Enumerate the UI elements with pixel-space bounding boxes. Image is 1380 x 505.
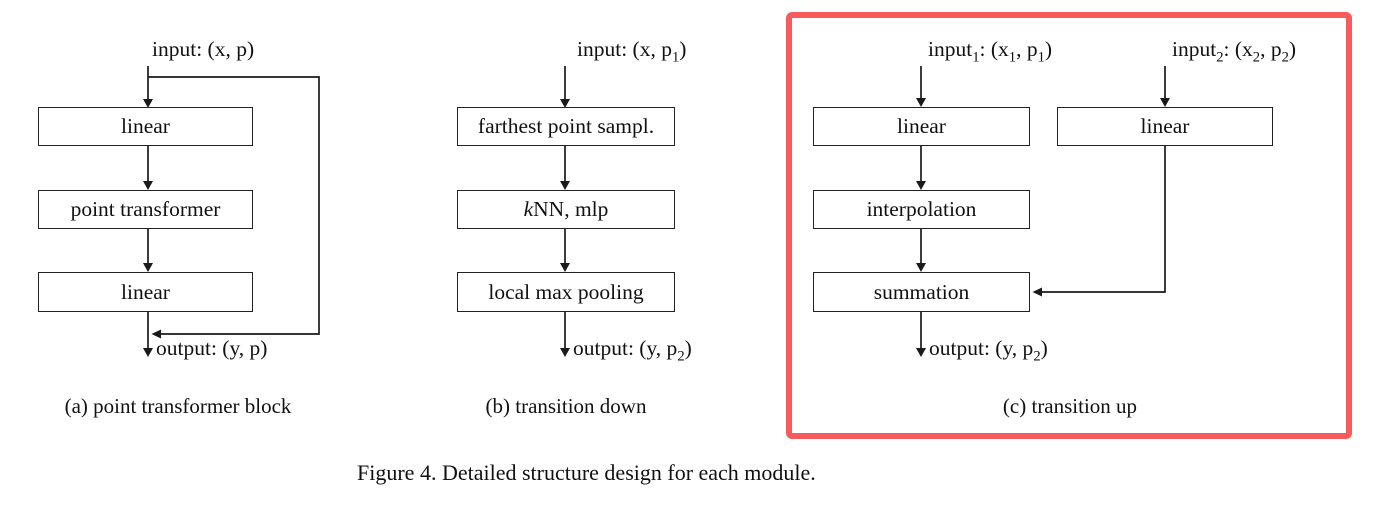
panel-a-input-label: input: (x, p) (152, 37, 255, 61)
panel-a-output-label: output: (y, p) (156, 336, 268, 360)
panel-b-box-local-max-pooling: local max pooling (457, 272, 675, 312)
panel-b-input-label: input: (x, p1) (577, 37, 687, 66)
panel-c-caption: (c) transition up (1002, 394, 1138, 418)
figure-caption: Figure 4. Detailed structure design for … (357, 460, 816, 485)
panel-c-output-label: output: (y, p2) (929, 336, 1048, 365)
panel-a-arrows (143, 66, 320, 357)
panel-a-box-linear-bottom: linear (38, 272, 253, 312)
panel-c-box-linear-right: linear (1057, 107, 1273, 146)
panel-a-box-linear-top: linear (38, 107, 253, 146)
panel-a-caption: (a) point transformer block (64, 394, 292, 418)
transition-up-highlight-box (786, 12, 1352, 439)
panel-b-caption: (b) transition down (485, 394, 647, 418)
panel-c-box-summation: summation (813, 272, 1030, 312)
panel-c-input1-label: input1: (x1, p1) (928, 37, 1053, 66)
panel-b-output-label: output: (y, p2) (573, 336, 692, 365)
panel-a-box-point-transformer: point transformer (38, 190, 253, 229)
panel-c-arrows (916, 66, 1170, 357)
panel-c-box-interpolation: interpolation (813, 190, 1030, 229)
panel-c-box-linear-left: linear (813, 107, 1030, 146)
panel-b-box-farthest-point-sampling: farthest point sampl. (457, 107, 675, 146)
panel-c-input2-label: input2: (x2, p2) (1172, 37, 1297, 66)
panel-b-arrows (560, 66, 570, 357)
